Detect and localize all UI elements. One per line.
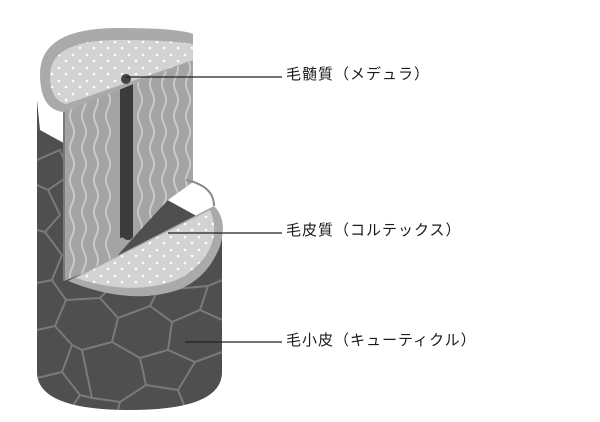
leader-lines bbox=[126, 76, 282, 343]
top-section-face bbox=[40, 28, 193, 112]
cortex-label: 毛皮質（コルテックス） bbox=[286, 221, 462, 239]
medulla-layer bbox=[120, 78, 133, 238]
medulla-label: 毛髄質（メデュラ） bbox=[286, 65, 431, 83]
lower-section-face bbox=[68, 179, 223, 297]
cuticle-label: 毛小皮（キューティクル） bbox=[286, 331, 477, 349]
